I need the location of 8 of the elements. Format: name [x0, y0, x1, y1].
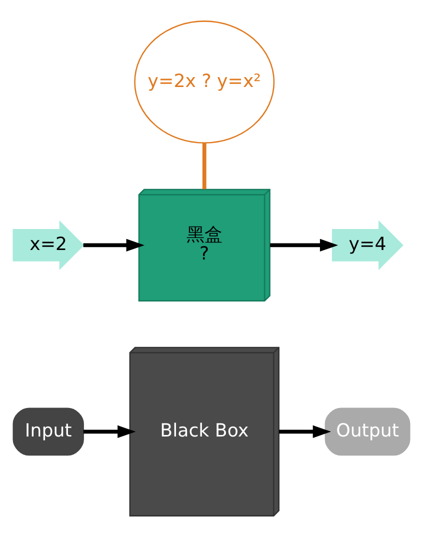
node-ellipse: y=2x ? y=x² [134, 20, 275, 144]
arrow [83, 238, 144, 252]
arrow [83, 424, 136, 438]
arrow [270, 238, 338, 252]
arrow [278, 424, 332, 438]
node-box: Input [12, 407, 84, 456]
connector [202, 142, 206, 189]
node-box: Output [324, 407, 410, 456]
